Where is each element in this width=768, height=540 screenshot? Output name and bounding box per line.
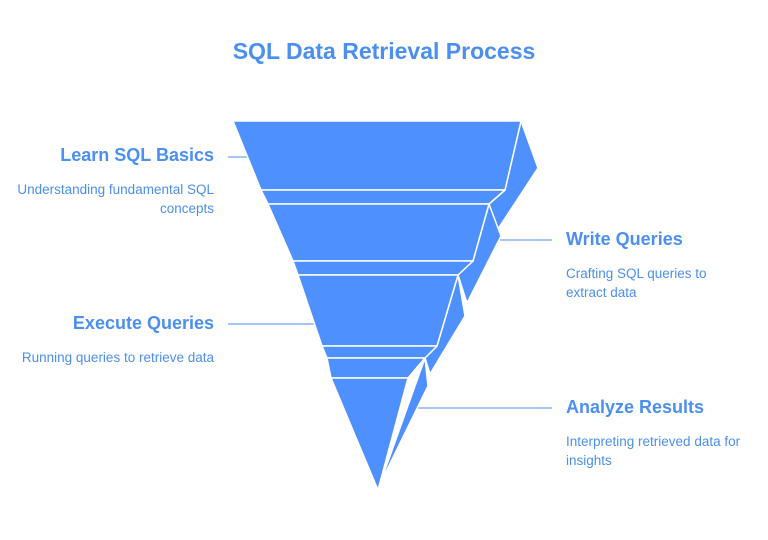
stage-description-analyze-results: Interpreting retrieved data for insights — [566, 434, 741, 468]
stage-title-learn-sql-basics: Learn SQL Basics — [60, 145, 214, 165]
stage-title-analyze-results: Analyze Results — [566, 397, 705, 417]
funnel-layer-write-queries — [267, 203, 502, 304]
diagram-title: SQL Data Retrieval Process — [232, 38, 536, 64]
stage-description-write-queries: Crafting SQL queries to extract data — [566, 266, 707, 300]
funnel-layer-analyze-results — [326, 357, 429, 491]
stage-title-write-queries: Write Queries — [566, 229, 683, 249]
stage-description-execute-queries: Running queries to retrieve data — [21, 350, 214, 365]
stage-description-learn-sql-basics: Understanding fundamental SQL concepts — [17, 182, 214, 216]
funnel-layer-execute-queries — [297, 274, 466, 375]
stage-title-execute-queries: Execute Queries — [72, 313, 214, 333]
